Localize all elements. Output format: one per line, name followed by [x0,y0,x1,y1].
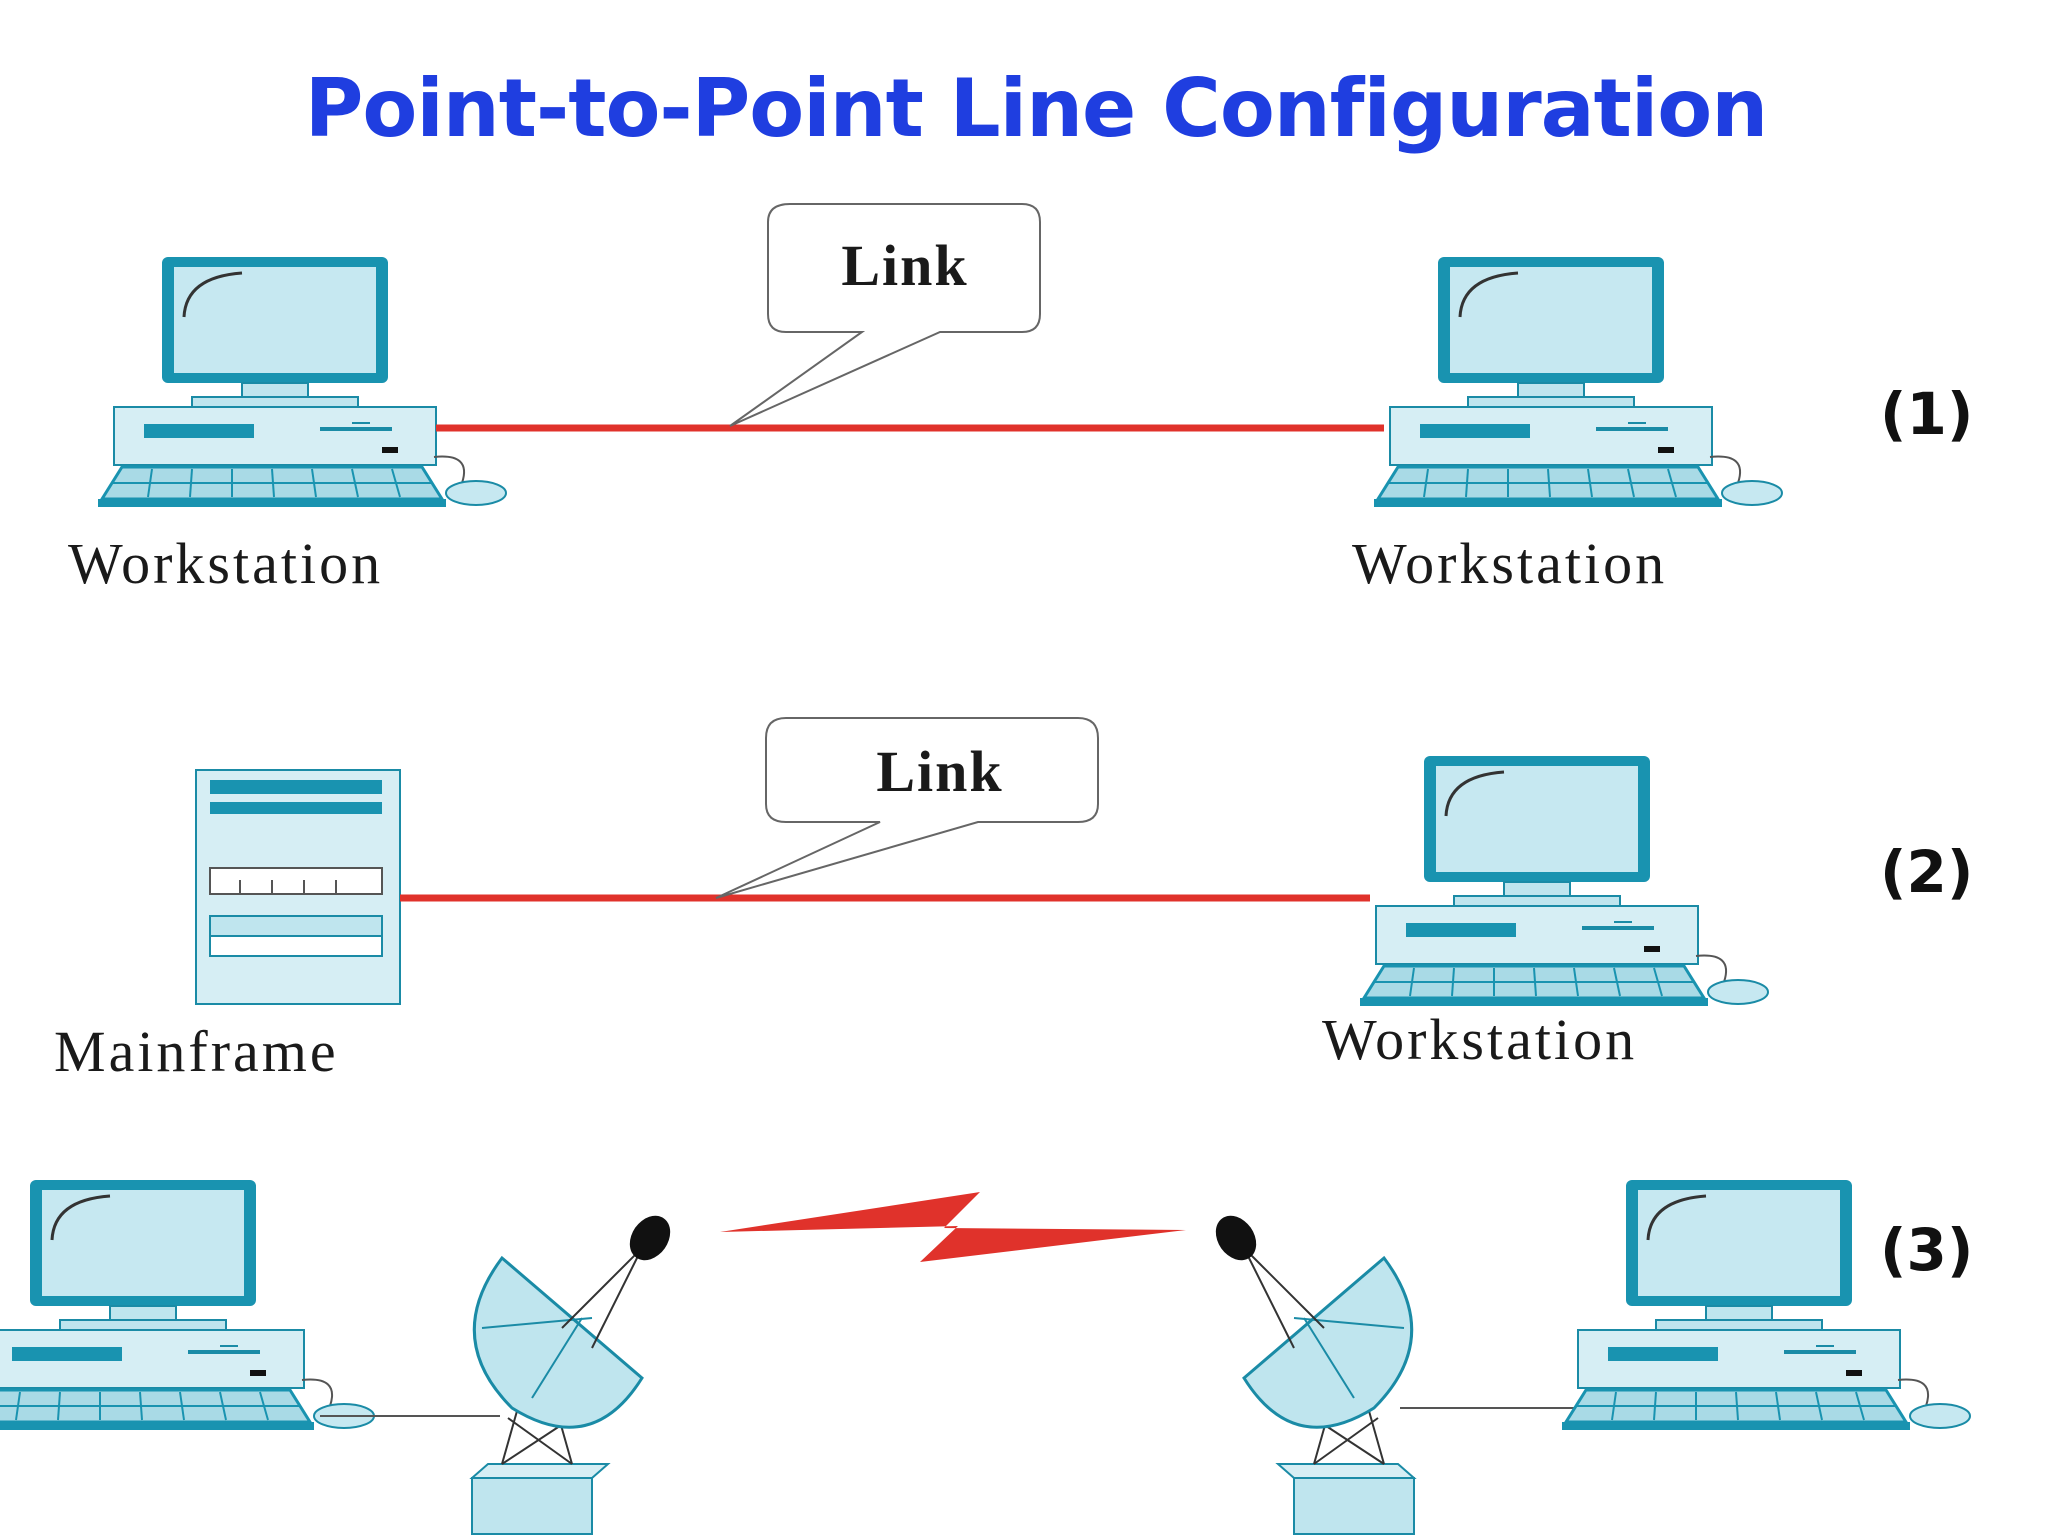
row1-right-label: Workstation [1352,531,1668,596]
row1-link-label: Link [841,233,969,298]
row1-left-workstation [96,255,508,509]
row3-right-dish [1205,1206,1416,1536]
row3-left-dish [470,1206,681,1536]
row3-left-workstation [0,1178,376,1432]
row2-mainframe [195,769,401,1005]
row1-left-label: Workstation [68,531,384,596]
row3-number: (3) [1880,1216,1974,1284]
row1-right-workstation [1372,255,1784,509]
slide-title: Point-to-Point Line Configuration [304,62,1768,155]
row2-right-workstation [1358,754,1770,1008]
row2-left-label: Mainframe [54,1019,339,1084]
row2-number: (2) [1880,838,1974,906]
row2-right-label: Workstation [1322,1007,1638,1072]
row1-number: (1) [1880,380,1974,448]
row1-link-callout [729,203,1041,427]
row2-link-label: Link [876,739,1004,804]
row3-wireless-signal [720,1192,1186,1262]
row2-link-callout [715,717,1099,899]
